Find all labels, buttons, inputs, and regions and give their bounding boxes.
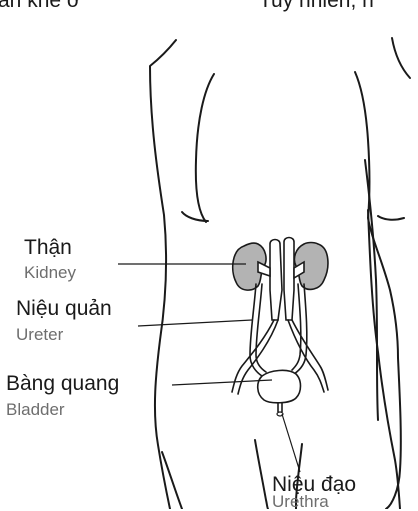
label-bladder-vn: Bàng quang bbox=[6, 373, 119, 394]
vena-cava bbox=[284, 238, 294, 321]
body-right-side bbox=[392, 38, 410, 78]
aorta bbox=[270, 240, 282, 321]
label-kidney-en: Kidney bbox=[24, 264, 76, 281]
leader-urethra bbox=[282, 414, 300, 472]
leg-gap-left bbox=[255, 440, 268, 509]
label-kidney-vn: Thận bbox=[24, 237, 72, 258]
label-ureter-en: Ureter bbox=[16, 326, 63, 343]
wrist-right bbox=[378, 216, 404, 220]
body-left-side bbox=[150, 40, 176, 509]
bladder bbox=[258, 370, 301, 402]
leader-bladder bbox=[172, 380, 272, 385]
arm-right-inner bbox=[355, 72, 401, 509]
label-ureter-vn: Niệu quản bbox=[16, 298, 112, 319]
leader-ureter bbox=[138, 320, 252, 326]
label-urethra-en: Urethra bbox=[272, 493, 329, 510]
arm-left-inner bbox=[196, 74, 214, 222]
body-right-hip bbox=[368, 210, 400, 509]
label-bladder-en: Bladder bbox=[6, 401, 65, 418]
